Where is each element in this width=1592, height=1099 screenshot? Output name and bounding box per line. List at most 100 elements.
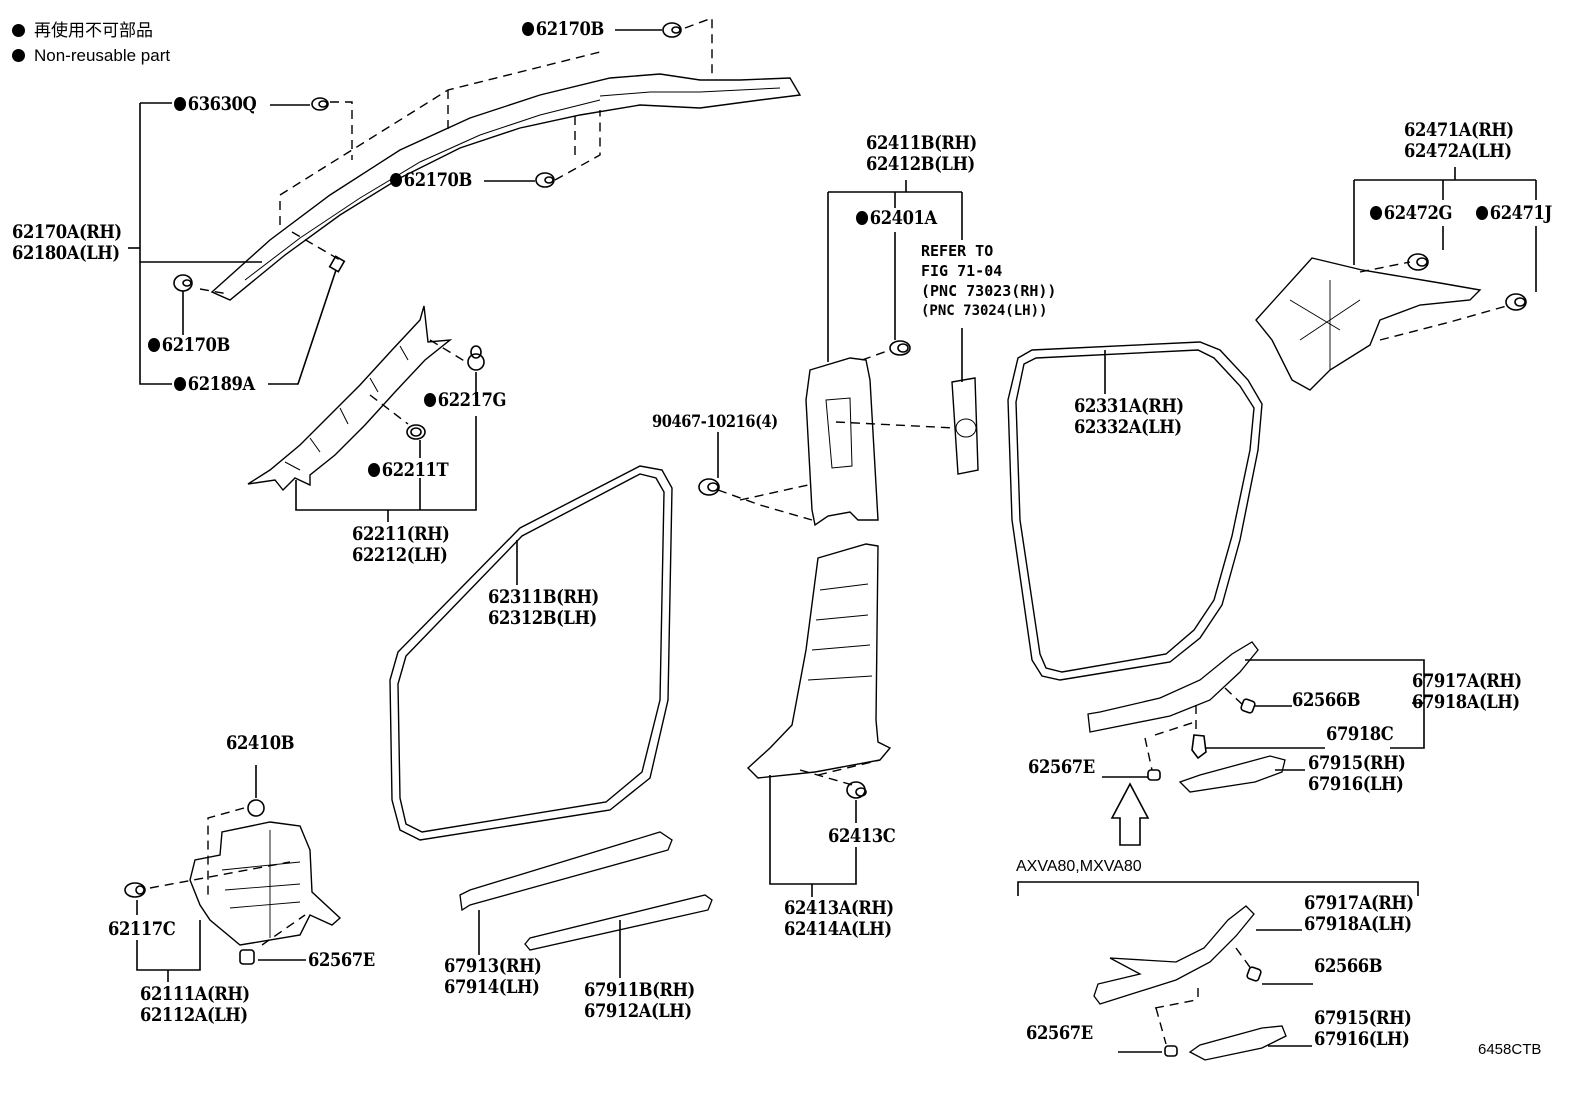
cowl-side-trim-part — [190, 822, 340, 945]
part-label-62413C[interactable]: 62413C — [828, 825, 896, 847]
part-label-62117C[interactable]: 62117C — [108, 918, 176, 940]
part-label-62331A[interactable]: 62331A(RH)62332A(LH) — [1074, 395, 1184, 438]
non-reusable-dot-icon — [856, 211, 869, 225]
center-pillar-lower-part — [748, 544, 890, 778]
non-reusable-dot-icon — [522, 22, 535, 36]
part-label-67918C[interactable]: 67918C — [1326, 723, 1394, 745]
part-label-90467-10216[interactable]: 90467-10216(4) — [652, 412, 778, 432]
non-reusable-dot-icon — [12, 24, 25, 37]
clip-62211T-icon — [407, 425, 425, 439]
part-label-62471J[interactable]: 62471J — [1476, 203, 1552, 224]
part-label-62566B-bottom[interactable]: 62566B — [1314, 955, 1383, 977]
part-label-67917A-bottom[interactable]: 67917A(RH)67918A(LH) — [1304, 892, 1414, 935]
non-reusable-dot-icon — [368, 463, 381, 477]
clip-62117C-icon — [125, 883, 145, 897]
part-label-62413A[interactable]: 62413A(RH)62414A(LH) — [784, 897, 894, 940]
part-label-62170B-mid[interactable]: 62170B — [390, 170, 472, 191]
roof-rail-leader-lines — [128, 30, 662, 384]
part-label-62567E-top[interactable]: 62567E — [1028, 756, 1095, 778]
part-label-62471A[interactable]: 62471A(RH)62472A(LH) — [1404, 119, 1514, 162]
clip-62410B-icon — [248, 800, 264, 816]
center-pillar-guide-lines — [718, 350, 955, 520]
non-reusable-dot-icon — [1370, 206, 1383, 220]
part-label-62170B-top[interactable]: 62170B — [522, 19, 604, 40]
rear-top-leader-lines — [1102, 660, 1424, 777]
non-reusable-dot-icon — [174, 377, 187, 391]
a-pillar-garnish-part — [248, 306, 450, 490]
non-reusable-dot-icon — [1476, 206, 1489, 220]
clip-62170B-top-icon — [663, 23, 681, 37]
center-pillar-upper-part — [806, 358, 878, 525]
clip-62413C-icon — [847, 782, 866, 798]
rear-scuff-inner-bottom-part — [1094, 906, 1254, 1004]
up-arrow-icon — [1112, 784, 1148, 845]
variant-note: AXVA80,MXVA80 — [1016, 858, 1142, 875]
part-label-67913[interactable]: 67913(RH)67914(LH) — [444, 955, 542, 998]
center-lower-guide-lines — [800, 760, 880, 786]
part-label-62170B-left[interactable]: 62170B — [148, 335, 230, 356]
rear-quarter-leader-lines — [1354, 167, 1536, 292]
clip-62170B-mid-icon — [536, 173, 554, 187]
rear-bottom-leader-lines — [1118, 930, 1313, 1052]
clip-62170B-left-icon — [174, 275, 192, 291]
rear-door-weatherstrip-part — [1008, 342, 1262, 680]
front-scuff-plate-part — [525, 895, 712, 950]
non-reusable-dot-icon — [390, 173, 403, 187]
front-scuff-leader-lines — [479, 910, 620, 978]
front-door-weatherstrip-part — [390, 466, 672, 840]
non-reusable-dot-icon — [424, 393, 437, 407]
non-reusable-dot-icon — [148, 338, 161, 352]
a-pillar-leader-lines — [296, 372, 476, 522]
part-label-62211[interactable]: 62211(RH)62212(LH) — [352, 523, 450, 566]
non-reusable-dot-icon — [12, 49, 25, 62]
center-pillar-leader-lines — [718, 180, 962, 478]
part-label-62189A[interactable]: 62189A — [174, 374, 255, 395]
a-pillar-guide-lines — [370, 340, 466, 424]
seatbelt-anchor-part — [952, 378, 978, 474]
clip-62566B-top-icon — [1240, 698, 1255, 713]
part-label-67911B[interactable]: 67911B(RH)67912A(LH) — [584, 979, 695, 1022]
part-label-62410B[interactable]: 62410B — [226, 732, 295, 754]
rear-quarter-trim-part — [1256, 258, 1480, 390]
clip-62401A-icon — [890, 341, 910, 355]
rear-scuff-plate-bottom-part — [1190, 1026, 1286, 1060]
part-label-62217G[interactable]: 62217G — [424, 390, 506, 411]
cowl-leader-lines — [137, 765, 306, 982]
part-label-62567E-cowl[interactable]: 62567E — [308, 949, 375, 971]
clip-90467-icon — [699, 479, 719, 495]
part-label-67915-bottom[interactable]: 67915(RH)67916(LH) — [1314, 1007, 1412, 1050]
part-label-62411B[interactable]: 62411B(RH)62412B(LH) — [866, 132, 977, 175]
refer-to-fig-note[interactable]: REFER TO FIG 71-04 (PNC 73023(RH)) (PNC … — [921, 242, 1057, 319]
part-label-62401A[interactable]: 62401A — [856, 208, 937, 229]
clip-63630Q-icon — [312, 98, 328, 110]
part-label-62170A[interactable]: 62170A(RH)62180A(LH) — [12, 221, 122, 264]
part-label-62111A[interactable]: 62111A(RH)62112A(LH) — [140, 983, 250, 1026]
variant-bracket — [1018, 882, 1418, 896]
part-label-62567E-bottom[interactable]: 62567E — [1026, 1022, 1093, 1044]
rear-quarter-guide-lines — [1360, 262, 1510, 340]
part-label-67915-top[interactable]: 67915(RH)67916(LH) — [1308, 752, 1406, 795]
clip-67918C-icon — [1192, 735, 1206, 758]
part-label-62566B-top[interactable]: 62566B — [1292, 689, 1361, 711]
cowl-guide-lines — [150, 808, 305, 945]
rear-bottom-guide-lines — [1155, 948, 1252, 1044]
part-label-67917A-top[interactable]: 67917A(RH)67918A(LH) — [1412, 670, 1522, 713]
part-label-62472G[interactable]: 62472G — [1370, 203, 1452, 224]
legend-text-en: Non-reusable part — [34, 46, 171, 65]
clip-62566B-bottom-icon — [1246, 966, 1261, 981]
rear-scuff-plate-top-part — [1180, 756, 1285, 792]
part-label-62211T[interactable]: 62211T — [368, 460, 449, 481]
figure-id: 6458CTB — [1478, 1041, 1542, 1058]
roof-side-garnish-part — [212, 74, 800, 300]
legend-item-en: Non-reusable part — [12, 45, 170, 67]
part-label-62311B[interactable]: 62311B(RH)62312B(LH) — [488, 586, 599, 629]
legend-text-jp: 再使用不可部品 — [34, 21, 153, 40]
clip-62567E-cowl-icon — [240, 950, 254, 964]
part-label-63630Q[interactable]: 63630Q — [174, 94, 257, 115]
front-scuff-inner-part — [460, 832, 672, 910]
roof-rail-guide-lines — [200, 18, 712, 294]
center-lower-leader-lines — [770, 775, 856, 897]
clip-62217G-icon — [468, 346, 484, 370]
rear-scuff-inner-top-part — [1088, 642, 1258, 732]
